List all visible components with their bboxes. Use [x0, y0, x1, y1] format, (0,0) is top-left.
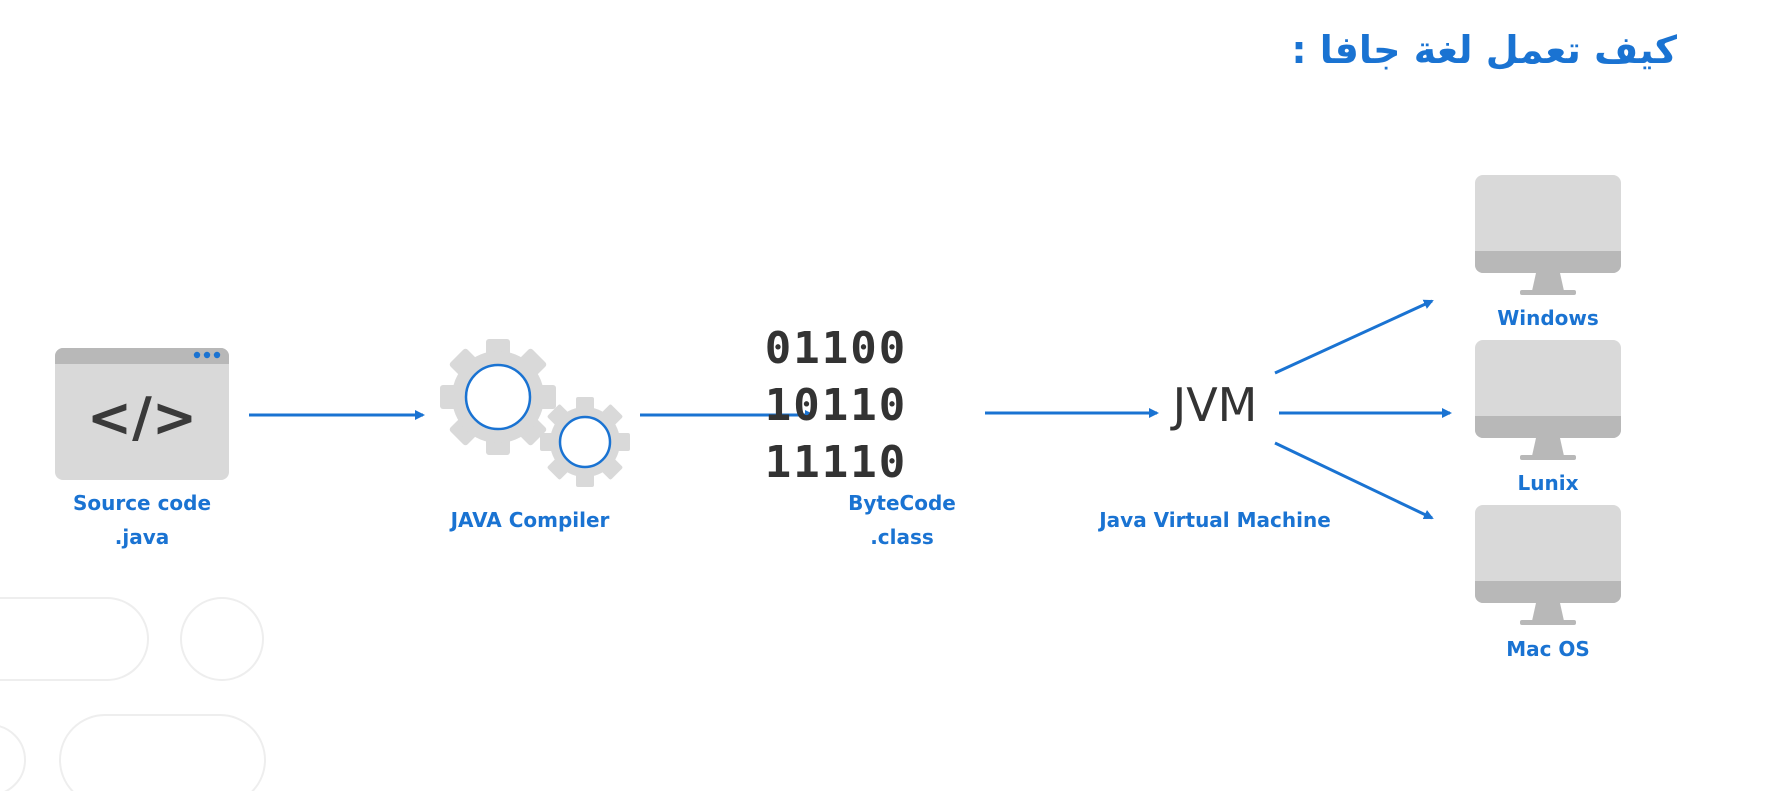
jvm-label: Java Virtual Machine — [1099, 508, 1331, 532]
monitor-icon-windows — [1475, 175, 1621, 295]
bytecode-line2: .class — [870, 525, 934, 549]
binary-line-1: 01100 — [764, 323, 908, 374]
source-code-line1: Source code — [72, 491, 212, 515]
bytecode-binary: 01100 10110 11110 — [765, 320, 907, 491]
target-label-macos: Mac OS — [1506, 637, 1590, 661]
compiler-label: JAVA Compiler — [450, 508, 610, 532]
bytecode-label: ByteCode .class — [848, 486, 956, 554]
background-decoration — [0, 597, 266, 791]
target-label-lunix: Lunix — [1517, 471, 1579, 495]
jvm-text: JVM — [1172, 378, 1258, 432]
source-code-line2: .java — [114, 525, 170, 549]
page-title: كيف تعمل لغة جافا : — [1291, 28, 1677, 72]
code-glyph: </> — [87, 386, 197, 449]
target-label-windows: Windows — [1497, 306, 1599, 330]
arrow-jvm-to-windows — [1274, 299, 1434, 375]
gears-icon — [440, 339, 630, 487]
bytecode-line1: ByteCode — [848, 491, 956, 515]
binary-line-3: 11110 — [764, 437, 908, 488]
source-code-label: Source code .java — [73, 486, 211, 554]
monitor-icon-lunix — [1475, 340, 1621, 460]
monitor-icon-macos — [1475, 505, 1621, 625]
code-window-icon: </> — [55, 348, 229, 480]
arrow-jvm-to-macos — [1274, 441, 1434, 520]
binary-line-2: 10110 — [764, 380, 908, 431]
